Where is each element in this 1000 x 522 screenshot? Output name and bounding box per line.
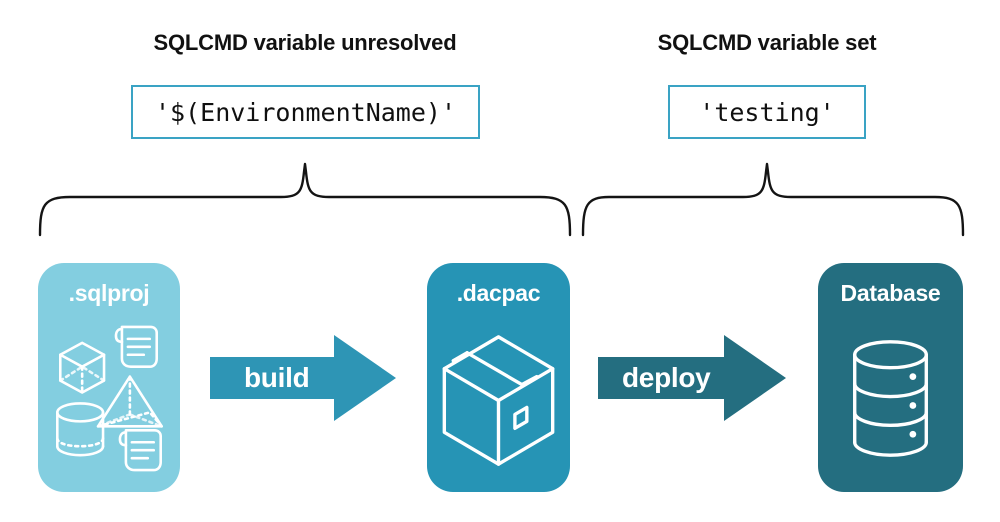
arrow-deploy: deploy	[598, 335, 786, 421]
code-value-box-left: '$(EnvironmentName)'	[131, 85, 480, 139]
cube-icon	[58, 341, 106, 394]
arrow-build-shape	[210, 335, 396, 421]
stage-box-database[interactable]: Database	[818, 263, 963, 492]
brace-group	[0, 150, 1000, 250]
code-value-left-text: '$(EnvironmentName)'	[154, 97, 457, 127]
database-status-dot	[909, 430, 917, 438]
stage-label-sqlproj: .sqlproj	[68, 280, 150, 306]
arrow-build: build	[210, 335, 396, 421]
code-value-box-right: 'testing'	[668, 85, 866, 139]
stage-box-sqlproj[interactable]: .sqlproj	[38, 263, 180, 492]
pyramid-icon	[96, 375, 163, 428]
curly-brace-left-path	[38, 162, 572, 237]
stage-label-dacpac: .dacpac	[456, 280, 541, 306]
scroll-icon	[118, 429, 162, 472]
database-status-dot	[909, 373, 917, 381]
section-heading-right: SQLCMD variable set	[657, 30, 877, 55]
section-heading-left: SQLCMD variable unresolved	[153, 30, 457, 55]
dacpac-icon-group	[427, 315, 570, 484]
database-status-dot	[909, 402, 917, 409]
stage-box-dacpac[interactable]: .dacpac	[427, 263, 570, 492]
code-value-right-text: 'testing'	[699, 97, 835, 127]
cylinder-icon	[56, 402, 105, 457]
sqlproj-icon-group	[38, 315, 180, 484]
scroll-icon	[114, 325, 159, 368]
stage-label-database: Database	[840, 280, 941, 306]
curly-brace-right-path	[581, 162, 965, 237]
database-icon-group	[818, 315, 963, 484]
package-box-icon	[442, 335, 555, 466]
arrow-deploy-shape	[598, 335, 786, 421]
database-cylinder-icon	[853, 340, 928, 457]
